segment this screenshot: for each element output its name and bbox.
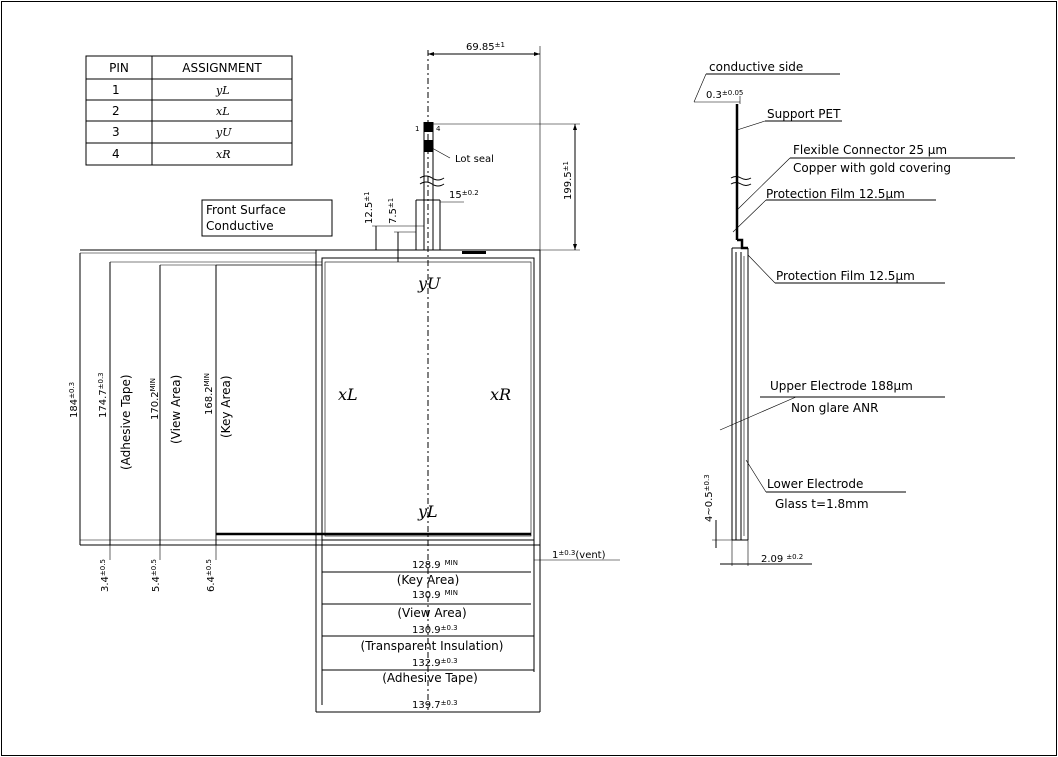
support-pet-label: Support PET	[767, 107, 841, 121]
dim-170-2: 170.2MIN	[149, 378, 161, 420]
electrode-xl: xL	[338, 385, 358, 404]
protection-film-1-label: Protection Film 12.5µm	[766, 187, 905, 201]
lower-electrode-label: Lower Electrode	[767, 477, 863, 491]
dim-130-9b-label: (Transparent Insulation)	[361, 639, 504, 653]
dim-139-7: 139.7±0.3	[412, 699, 458, 711]
pin-4-label: 4	[436, 125, 441, 133]
dim-170-2-label: (View Area)	[169, 375, 183, 444]
pin-cell: 3	[112, 125, 120, 139]
dim-184: 184±0.3	[68, 382, 80, 418]
dim-174-7: 174.7±0.3	[97, 372, 109, 418]
assignment-cell: yL	[215, 84, 230, 97]
assignment-cell: yU	[215, 126, 232, 139]
dim-168-2: 168.2MIN	[203, 373, 215, 415]
pin-header: PIN	[109, 61, 129, 75]
upper-electrode-label: Upper Electrode 188µm	[770, 379, 913, 393]
dim-2-09: 2.09±0.2	[761, 553, 803, 565]
pin-cell: 1	[112, 83, 120, 97]
dim-4: 4~0.5±0.3	[703, 474, 715, 522]
dim-132-9-label: (Adhesive Tape)	[382, 671, 478, 685]
svg-text:Front Surface: Front Surface	[206, 203, 286, 217]
dim-132-9: 132.9±0.3	[412, 657, 458, 669]
dim-12-5: 12.5±1	[363, 191, 375, 224]
lot-seal-label: Lot seal	[455, 154, 494, 165]
dim-0-3: 0.3±0.05	[706, 89, 743, 101]
dim-vent: 1±0.3(vent)	[552, 549, 606, 561]
pin-cell: 2	[112, 104, 120, 118]
dim-128-9-label: (Key Area)	[397, 573, 460, 587]
dim-199-5: 199.5±1	[562, 161, 574, 200]
side-view: conductive side 0.3±0.05 Support PET Fle…	[693, 60, 1015, 566]
front-surface-label: Front Surface Conductive	[201, 199, 333, 237]
pin-cell: 4	[112, 147, 120, 161]
dim-130-9a-label: (View Area)	[397, 606, 466, 620]
upper-electrode-sub: Non glare ANR	[791, 401, 878, 415]
electrode-yu: yU	[417, 274, 441, 293]
dim-7-5: 7.5±1	[387, 198, 399, 224]
dim-3-4: 3.4±0.5	[99, 559, 111, 592]
svg-text:Conductive: Conductive	[206, 219, 274, 233]
flex-connector-label: Flexible Connector 25 µm	[793, 143, 947, 157]
dim-69-85: 69.85±1	[466, 41, 505, 53]
lower-electrode-sub: Glass t=1.8mm	[775, 497, 869, 511]
assignment-cell: xL	[216, 105, 230, 118]
dim-174-7-label: (Adhesive Tape)	[119, 374, 133, 470]
dim-168-2-label: (Key Area)	[219, 375, 233, 438]
protection-film-2-label: Protection Film 12.5µm	[776, 269, 915, 283]
electrode-yl: yL	[417, 502, 438, 521]
electrode-xr: xR	[490, 385, 511, 404]
conductive-side-label: conductive side	[709, 60, 803, 74]
assignment-header: ASSIGNMENT	[182, 61, 262, 75]
pin-1-label: 1	[415, 125, 419, 133]
assignment-cell: xR	[216, 148, 231, 161]
pin-table: PIN ASSIGNMENT 1 2 3 4 yL xL yU xR	[85, 55, 293, 166]
flex-connector-sub: Copper with gold covering	[793, 161, 951, 175]
dim-6-4: 6.4±0.5	[205, 559, 217, 592]
dim-15: 15±0.2	[449, 189, 479, 201]
front-view: 1 4 Lot seal yU xL xR yL 69.85±1 199.5±1…	[68, 41, 620, 713]
dim-130-9b: 130.9±0.3	[412, 624, 458, 636]
dim-5-4: 5.4±0.5	[150, 559, 162, 592]
